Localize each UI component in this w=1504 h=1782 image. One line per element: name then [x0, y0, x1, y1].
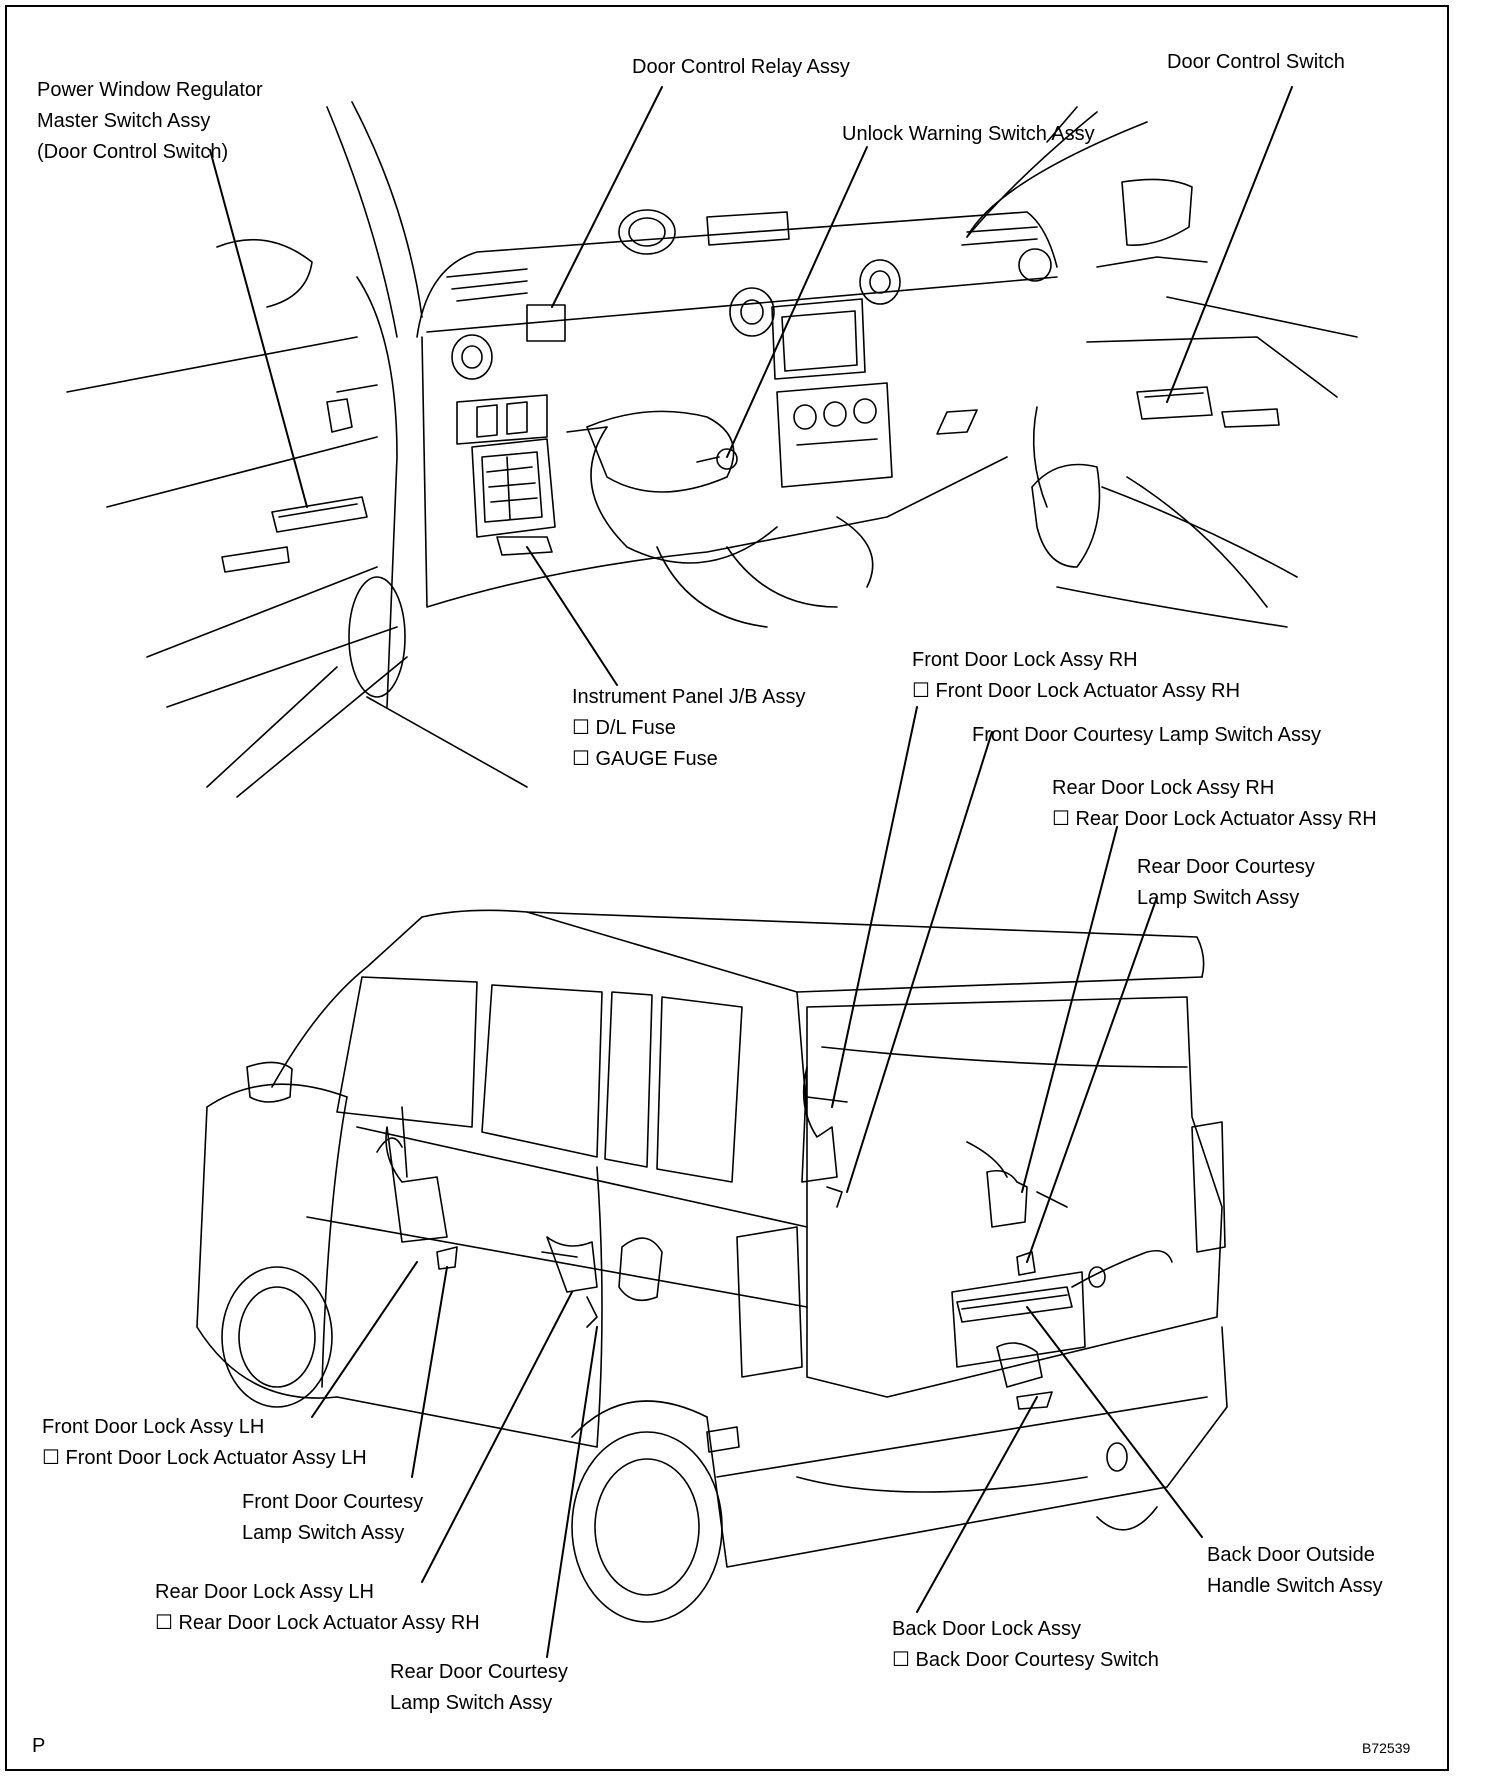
label-line: Door Control Switch	[1167, 51, 1345, 73]
leader-rr-courtesy-rh	[1026, 896, 1158, 1263]
label-line: Front Door Courtesy	[242, 1491, 424, 1513]
label-front-door-courtesy-lh: Front Door Courtesy Lamp Switch Assy	[242, 1487, 423, 1549]
diagram-frame: Power Window Regulator Master Switch Ass…	[5, 5, 1449, 1771]
leader-back-handle	[1026, 1306, 1203, 1538]
leader-fr-lock-lh	[311, 1261, 418, 1418]
leader-jb	[526, 546, 618, 686]
leader-rr-courtesy-lh	[546, 1326, 598, 1658]
leader-fr-courtesy-rh	[846, 731, 993, 1193]
label-front-door-lock-lh: Front Door Lock Assy LH ☐ Front Door Loc…	[42, 1412, 367, 1474]
vehicle-illustration	[66, 86, 1358, 1658]
figure-code: B72539	[1362, 1740, 1411, 1756]
label-line: Rear Door Courtesy	[1137, 856, 1315, 878]
label-line: Lamp Switch Assy	[1137, 887, 1300, 909]
label-unlock-warning-switch: Unlock Warning Switch Assy	[842, 119, 1095, 150]
label-line: Handle Switch Assy	[1207, 1575, 1383, 1597]
label-line: ☐ Back Door Courtesy Switch	[892, 1649, 1159, 1671]
label-line: Power Window Regulator	[37, 79, 263, 101]
leader-rr-lock-lh	[421, 1291, 573, 1583]
leader-relay	[551, 86, 663, 308]
label-back-door-lock: Back Door Lock Assy ☐ Back Door Courtesy…	[892, 1614, 1159, 1676]
label-back-door-outside-handle: Back Door Outside Handle Switch Assy	[1207, 1540, 1383, 1602]
label-line: Lamp Switch Assy	[390, 1692, 553, 1714]
leader-door-control-switch	[1166, 86, 1293, 403]
label-rear-door-lock-rh: Rear Door Lock Assy RH ☐ Rear Door Lock …	[1052, 773, 1377, 835]
label-line: Master Switch Assy	[37, 110, 211, 132]
label-line: Rear Door Courtesy	[390, 1661, 568, 1683]
interior-view	[66, 101, 1358, 798]
label-line: (Door Control Switch)	[37, 141, 229, 163]
label-door-control-relay: Door Control Relay Assy	[632, 52, 850, 83]
leader-rr-lock-rh	[1021, 826, 1118, 1193]
label-line: ☐ Front Door Lock Actuator Assy RH	[912, 680, 1241, 702]
label-line: Front Door Courtesy Lamp Switch Assy	[972, 724, 1322, 746]
label-line: Lamp Switch Assy	[242, 1522, 405, 1544]
label-line: Front Door Lock Assy RH	[912, 649, 1138, 671]
leader-unlock-warning	[726, 146, 868, 458]
corner-mark: P	[32, 1735, 46, 1757]
label-line: Rear Door Lock Assy LH	[155, 1581, 374, 1603]
label-front-door-lock-rh: Front Door Lock Assy RH ☐ Front Door Loc…	[912, 645, 1240, 707]
label-line: ☐ D/L Fuse	[572, 717, 676, 739]
label-line: Back Door Lock Assy	[892, 1618, 1081, 1640]
label-line: Front Door Lock Assy LH	[42, 1416, 265, 1438]
label-door-control-switch: Door Control Switch	[1167, 47, 1345, 78]
label-rear-door-lock-lh: Rear Door Lock Assy LH ☐ Rear Door Lock …	[155, 1577, 480, 1639]
label-instrument-panel-jb: Instrument Panel J/B Assy ☐ D/L Fuse ☐ G…	[572, 682, 805, 775]
label-power-window-master-switch: Power Window Regulator Master Switch Ass…	[37, 75, 263, 168]
label-front-door-courtesy-rh: Front Door Courtesy Lamp Switch Assy	[972, 720, 1321, 751]
label-line: ☐ GAUGE Fuse	[572, 748, 718, 770]
label-line: Instrument Panel J/B Assy	[572, 686, 806, 708]
label-line: Rear Door Lock Assy RH	[1052, 777, 1275, 799]
leader-fr-courtesy-lh	[411, 1266, 448, 1478]
label-line: ☐ Rear Door Lock Actuator Assy RH	[1052, 808, 1377, 830]
leader-back-lock	[916, 1396, 1038, 1613]
label-line: ☐ Rear Door Lock Actuator Assy RH	[155, 1612, 480, 1634]
label-line: Unlock Warning Switch Assy	[842, 123, 1095, 145]
leader-lines	[209, 86, 1293, 1658]
label-line: ☐ Front Door Lock Actuator Assy LH	[42, 1447, 367, 1469]
label-line: Back Door Outside	[1207, 1544, 1375, 1566]
leader-fr-lock-rh	[831, 706, 918, 1108]
label-rear-door-courtesy-lh: Rear Door Courtesy Lamp Switch Assy	[390, 1657, 568, 1719]
leader-pwr-master	[209, 149, 308, 508]
exterior-view	[196, 909, 1228, 1623]
label-rear-door-courtesy-rh: Rear Door Courtesy Lamp Switch Assy	[1137, 852, 1315, 914]
label-line: Door Control Relay Assy	[632, 56, 850, 78]
